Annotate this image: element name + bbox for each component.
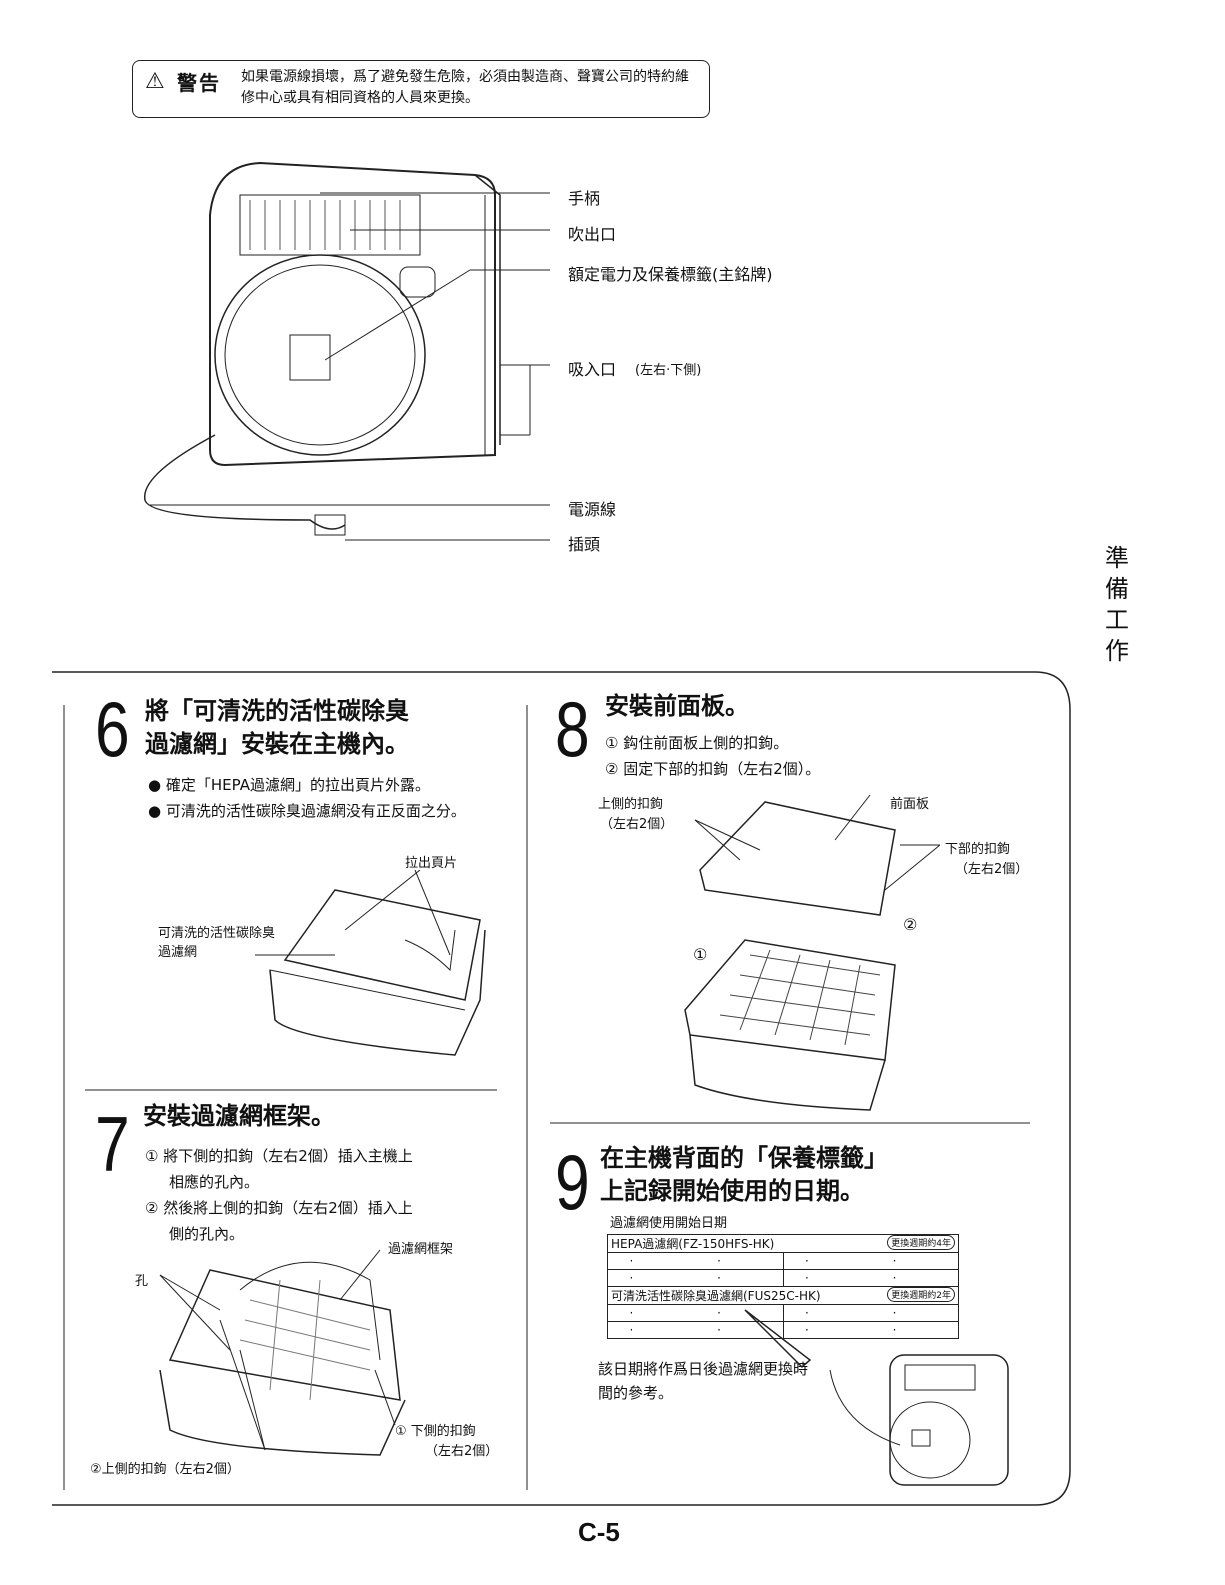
step6-title-line1: 將「可清洗的活性碳除臭 — [145, 697, 409, 725]
tab-char: 作 — [1105, 637, 1129, 665]
step7-number: 7 — [95, 1100, 130, 1188]
label-inlet: 吸入口 — [568, 360, 617, 379]
step6-number: 6 — [95, 685, 130, 773]
bullet-text: 可清洗的活性碳除臭過濾網没有正反面之分。 — [165, 802, 466, 820]
table-caption: 過濾網使用開始日期 — [610, 1216, 728, 1231]
table-row: 可清洗活性碳除臭過濾網(FUS25C-HK) 更換週期約2年 — [607, 1286, 959, 1305]
step6-title: 將「可清洗的活性碳除臭 過濾網」安裝在主機內。 — [145, 695, 409, 761]
label-plug: 插頭 — [568, 535, 601, 554]
step9-title-line2: 上記録開始使用的日期。 — [600, 1177, 864, 1205]
table-row: · ·· · — [607, 1321, 959, 1339]
step8-title: 安裝前面板。 — [605, 692, 749, 720]
step8-item: ① 鈎住前面板上側的扣鉤。 — [605, 734, 789, 752]
step8-items: ① 鈎住前面板上側的扣鉤。 ② 固定下部的扣鉤（左右2個）。 — [605, 730, 820, 782]
label-rating: 額定電力及保養標籤(主銘牌) — [568, 265, 773, 284]
warning-triangle-icon: ⚠ — [145, 69, 165, 94]
pen-and-unit-illustration — [744, 1309, 1009, 1486]
label-filter-frame: 過濾網框架 — [388, 1242, 454, 1257]
date-cell[interactable]: · · — [782, 1304, 959, 1322]
front-panel-illustration — [684, 794, 940, 1111]
label-front-panel: 前面板 — [890, 797, 930, 812]
date-cell[interactable]: · · — [607, 1321, 784, 1339]
tab-char: 備 — [1105, 575, 1129, 603]
table-row: · ·· · — [607, 1252, 959, 1270]
bullet: ● 確定「HEPA過濾網」的拉出頁片外露。 — [148, 776, 430, 794]
carbon-label: 可清洗活性碳除臭過濾網(FUS25C-HK) — [611, 1289, 821, 1303]
step9-note: 該日期將作爲日後過濾網更換時間的參考。 — [598, 1360, 809, 1402]
label-outlet: 吹出口 — [568, 225, 617, 244]
warning-text: 如果電源線損壞，爲了避免發生危險，必須由製造商、聲寶公司的特約維修中心或具有相同… — [241, 69, 689, 106]
label-lower-hook-note: （左右2個） — [425, 1444, 499, 1459]
bullet-text: 確定「HEPA過濾網」的拉出頁片外露。 — [165, 776, 430, 794]
step9-title-line1: 在主機背面的「保養標籤」 — [600, 1144, 888, 1172]
air-purifier-illustration — [144, 161, 550, 541]
bullet: ● 可清洗的活性碳除臭過濾網没有正反面之分。 — [148, 802, 466, 820]
step7-item: ② 然後將上側的扣鉤（左右2個）插入上側的孔內。 — [145, 1199, 413, 1243]
date-cell[interactable]: · · — [782, 1252, 959, 1270]
step8-number: 8 — [555, 685, 590, 773]
label-lower-hook: ① 下側的扣鉤 — [395, 1424, 476, 1439]
frame-install-illustration — [159, 1249, 406, 1456]
step9-title: 在主機背面的「保養標籤」 上記録開始使用的日期。 — [600, 1142, 888, 1208]
step7-title: 安裝過濾網框架。 — [143, 1102, 335, 1130]
label-inlet-note: (左右·下側) — [635, 363, 702, 378]
step6-title-line2: 過濾網」安裝在主機內。 — [145, 730, 409, 758]
step7-items: ① 將下側的扣鉤（左右2個）插入主機上相應的孔內。 ② 然後將上側的扣鉤（左右2… — [145, 1143, 415, 1247]
date-cell[interactable]: · · — [782, 1269, 959, 1287]
label-upper-hook-note: （左右2個） — [600, 817, 674, 832]
page-number: C-5 — [578, 1517, 620, 1547]
filter-install-illustration — [255, 870, 486, 1056]
label-upper-hook: 上側的扣鉤 — [598, 797, 664, 812]
marker-2: ② — [903, 915, 918, 934]
date-cell[interactable]: · · — [607, 1269, 784, 1287]
step7-item: ① 將下側的扣鉤（左右2個）插入主機上相應的孔內。 — [145, 1147, 413, 1191]
date-cell[interactable]: · · — [607, 1252, 784, 1270]
date-cell[interactable]: · · — [607, 1304, 784, 1322]
section-tab: 準 備 工 作 — [1100, 543, 1134, 667]
label-hole: 孔 — [135, 1274, 149, 1289]
label-power-cord: 電源線 — [568, 500, 617, 519]
label-handle: 手柄 — [568, 189, 601, 208]
table-row: · ·· · — [607, 1269, 959, 1287]
label-pull-tab: 拉出頁片 — [405, 856, 458, 871]
table-row: · ·· · — [607, 1304, 959, 1322]
warning-title: 警告 — [177, 71, 221, 95]
tab-char: 準 — [1105, 544, 1129, 572]
step8-item: ② 固定下部的扣鉤（左右2個）。 — [605, 760, 821, 778]
table-row: HEPA過濾網(FZ-150HFS-HK) 更換週期約4年 — [607, 1234, 959, 1253]
hepa-badge: 更換週期約4年 — [887, 1235, 955, 1250]
step9-number: 9 — [555, 1138, 590, 1226]
warning-box: ⚠ 警告 如果電源線損壞，爲了避免發生危險，必須由製造商、聲寶公司的特約維修中心… — [132, 60, 710, 118]
marker-1: ① — [693, 945, 708, 964]
date-cell[interactable]: · · — [782, 1321, 959, 1339]
label-carbon-filter: 可清洗的活性碳除臭過濾網 — [158, 926, 276, 960]
tab-char: 工 — [1105, 606, 1129, 634]
label-lower-hook-note: （左右2個） — [955, 862, 1029, 877]
step6-bullets: ● 確定「HEPA過濾網」的拉出頁片外露。 ● 可清洗的活性碳除臭過濾網没有正反… — [148, 772, 478, 824]
carbon-badge: 更換週期約2年 — [887, 1287, 955, 1302]
label-lower-hook: 下部的扣鉤 — [945, 842, 1011, 857]
label-upper-hook: ②上側的扣鉤（左右2個） — [90, 1462, 240, 1477]
hepa-label: HEPA過濾網(FZ-150HFS-HK) — [611, 1237, 775, 1251]
maintenance-date-table: HEPA過濾網(FZ-150HFS-HK)更換週期約4年 · ·· · · ··… — [607, 1234, 959, 1339]
